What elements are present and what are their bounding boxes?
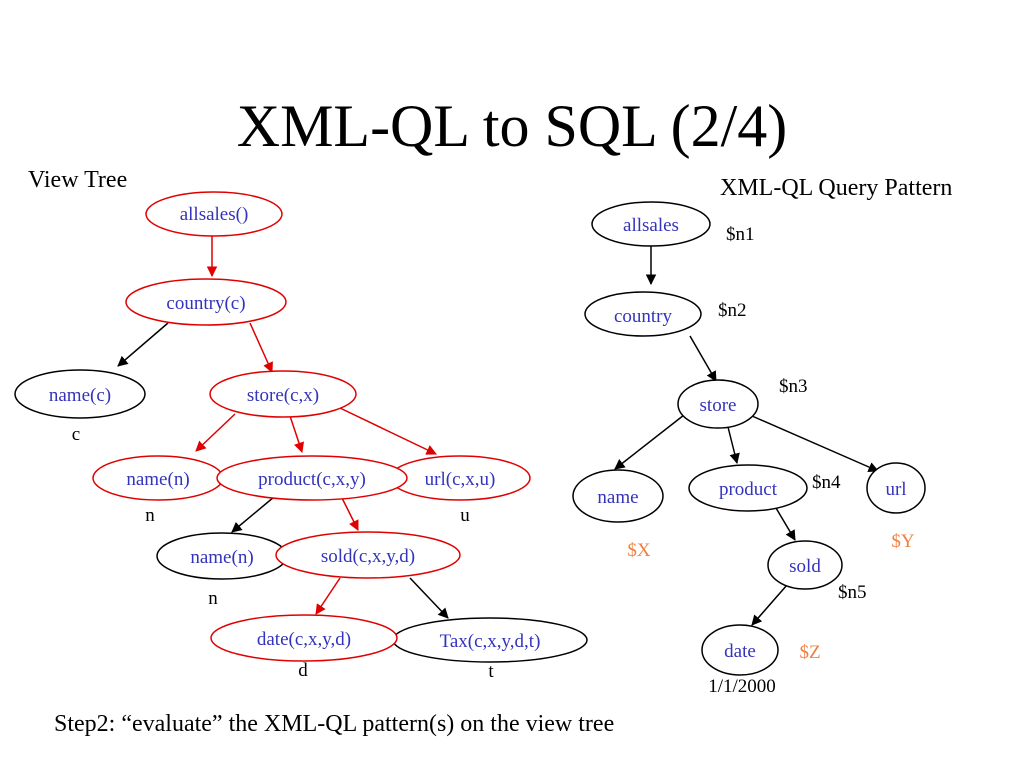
qp-edge-store-product <box>727 426 740 465</box>
qp-var-n2: $n2 <box>718 300 747 321</box>
qp-node-product <box>688 464 808 512</box>
qp-var-n5: $n5 <box>838 582 867 603</box>
qp-edge-store-name <box>614 414 685 470</box>
qp-node-sold-label: sold <box>789 556 821 577</box>
footer-note: Step2: “evaluate” the XML-QL pattern(s) … <box>54 711 615 737</box>
qp-node-allsales <box>591 201 711 247</box>
vt-var-u: u <box>460 505 470 526</box>
vt-node-country-label: country(c) <box>166 293 245 314</box>
vt-node-name-c <box>14 369 146 419</box>
qp-node-name-label: name <box>597 487 638 508</box>
qp-bind-y: $Y <box>891 531 915 552</box>
vt-edge-country-store <box>249 322 273 373</box>
vt-node-product <box>216 455 408 501</box>
vt-node-date <box>210 614 398 662</box>
vt-node-country <box>125 278 287 326</box>
qp-node-date <box>701 624 779 676</box>
vt-node-name-n2-label: name(n) <box>190 547 253 568</box>
view-tree-heading: View Tree <box>28 167 128 193</box>
qp-var-n3: $n3 <box>779 376 808 397</box>
vt-edge-product-sold <box>341 497 359 531</box>
qp-constant: 1/1/2000 <box>708 676 776 697</box>
qp-var-n1: $n1 <box>726 224 755 245</box>
vt-edge-product-name <box>231 496 275 533</box>
vt-node-store-label: store(c,x) <box>247 385 319 406</box>
vt-node-allsales <box>145 191 283 237</box>
qp-node-allsales-label: allsales <box>623 215 679 236</box>
qp-var-n4: $n4 <box>812 472 841 493</box>
qp-bind-x: $X <box>627 540 651 561</box>
vt-node-date-label: date(c,x,y,d) <box>257 629 351 650</box>
qp-node-sold <box>767 540 843 590</box>
vt-var-d: d <box>298 660 308 681</box>
vt-edge-store-product <box>289 415 304 453</box>
vt-var-n1: n <box>145 505 155 526</box>
qp-node-date-label: date <box>724 641 756 662</box>
qp-edge-store-url <box>751 415 879 473</box>
vt-edge-country-name <box>117 322 169 367</box>
qp-node-country-label: country <box>614 306 673 327</box>
qp-node-store <box>677 379 759 429</box>
vt-node-url-label: url(c,x,u) <box>425 469 496 490</box>
vt-edge-store-url <box>339 407 437 455</box>
vt-node-name-n1-label: name(n) <box>126 469 189 490</box>
qp-edge-sold-date <box>751 584 788 626</box>
vt-var-c: c <box>72 424 80 445</box>
qp-node-name <box>572 469 664 523</box>
vt-node-product-label: product(c,x,y) <box>258 469 366 490</box>
vt-var-t: t <box>488 661 494 682</box>
vt-edge-store-name <box>195 413 236 452</box>
qp-node-url-label: url <box>885 479 906 500</box>
qp-node-store-label: store <box>700 395 737 416</box>
qp-node-product-label: product <box>719 479 778 500</box>
vt-node-store <box>209 370 357 418</box>
vt-var-n2: n <box>208 588 218 609</box>
vt-edge-sold-date <box>315 577 341 615</box>
vt-node-sold-label: sold(c,x,y,d) <box>321 546 415 567</box>
vt-edge-sold-tax <box>409 577 449 619</box>
query-pattern-heading: XML-QL Query Pattern <box>720 175 953 201</box>
qp-node-country <box>584 291 702 337</box>
qp-edge-product-sold <box>775 507 796 541</box>
vt-node-name-c-label: name(c) <box>49 385 111 406</box>
vt-node-allsales-label: allsales() <box>180 204 249 225</box>
qp-node-url <box>866 462 926 514</box>
qp-edge-country-store <box>689 335 717 382</box>
vt-node-tax-label: Tax(c,x,y,d,t) <box>440 631 541 652</box>
qp-bind-z: $Z <box>799 642 820 663</box>
vt-node-sold <box>275 531 461 579</box>
slide-title: XML-QL to SQL (2/4) <box>236 93 788 159</box>
